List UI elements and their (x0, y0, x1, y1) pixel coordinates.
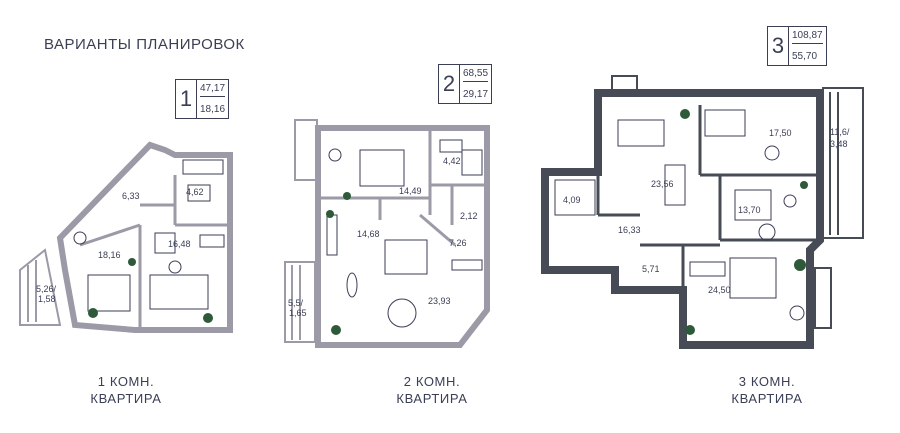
plan-3-living-area: 55,70 (792, 50, 818, 62)
room-area-label: 6,33 (122, 191, 140, 201)
plan-1-badge: 1 47,17 18,16 (175, 79, 230, 119)
plan-1-caption-line2: КВАРТИРА (90, 391, 162, 406)
room-area-label: 1,65 (289, 308, 307, 318)
plan-2-total-area: 68,55 (463, 68, 489, 83)
plan-2-walls (315, 125, 490, 348)
plan-1-partitions (79, 175, 230, 330)
room-area-label: 3,48 (830, 139, 848, 149)
plan-1-caption-line1: 1 КОМН. (97, 374, 155, 389)
room-area-label: 23,56 (651, 179, 674, 189)
plan-2-partitions (318, 130, 487, 247)
plan-3-badge: 3 108,87 55,70 (767, 26, 827, 66)
plan-3-number: 3 (768, 27, 789, 65)
plan-1-walls (56, 141, 233, 333)
plan-3-caption: 3 КОМН. КВАРТИРА (697, 373, 837, 407)
plan-2-furniture (326, 139, 483, 328)
room-area-label: 5,71 (642, 264, 660, 274)
room-area-label: 24,50 (708, 285, 731, 295)
room-area-label: 23,93 (428, 296, 451, 306)
plan-2-number: 2 (439, 65, 460, 103)
plan-2-plants (326, 192, 351, 335)
room-area-label: 11,6/ (830, 127, 850, 137)
plan-2-caption: 2 КОМН. КВАРТИРА (362, 373, 502, 407)
room-area-label: 14,68 (357, 229, 380, 239)
room-area-label: 13,70 (738, 205, 761, 215)
room-area-label: 14,49 (399, 186, 422, 196)
room-area-label: 1,58 (38, 294, 56, 304)
plan-2-living-area: 29,17 (463, 88, 489, 100)
room-area-label: 18,16 (98, 250, 121, 260)
plan-1-total-area: 47,17 (200, 83, 226, 98)
room-area-label: 4,62 (186, 187, 204, 197)
room-area-label: 16,33 (618, 225, 641, 235)
room-area-label: 17,50 (769, 128, 792, 138)
plan-2-caption-line2: КВАРТИРА (396, 391, 468, 406)
plan-2-badge: 2 68,55 29,17 (438, 64, 493, 104)
room-area-label: 2,12 (460, 211, 478, 221)
plan-3-caption-line1: 3 КОМН. (738, 374, 796, 389)
room-area-label: 4,09 (563, 195, 581, 205)
plan-2-balconies (284, 119, 318, 343)
room-area-label: 5,5/ (288, 298, 304, 308)
room-area-label: 5,26/ (36, 284, 57, 294)
room-area-label: 7,26 (449, 238, 467, 248)
plan-2-caption-line1: 2 КОМН. (403, 374, 461, 389)
plan-1-furniture (73, 159, 225, 312)
plan-3-total-area: 108,87 (792, 30, 823, 45)
room-area-label: 4,42 (443, 156, 461, 166)
plan-3-balconies (611, 75, 864, 329)
plan-3-plants (680, 109, 808, 335)
plan-1-balcony (19, 248, 62, 326)
plan-1-living-area: 18,16 (200, 103, 226, 115)
plan-3-furniture (554, 109, 805, 321)
plan-1-caption: 1 КОМН. КВАРТИРА (56, 373, 196, 407)
plan-3-caption-line2: КВАРТИРА (731, 391, 803, 406)
plan-1-plants (88, 258, 213, 323)
room-area-label: 16,48 (168, 239, 191, 249)
plan-3-partitions (596, 105, 820, 290)
plan-1-number: 1 (176, 80, 197, 118)
page-title: ВАРИАНТЫ ПЛАНИРОВОК (44, 36, 245, 53)
